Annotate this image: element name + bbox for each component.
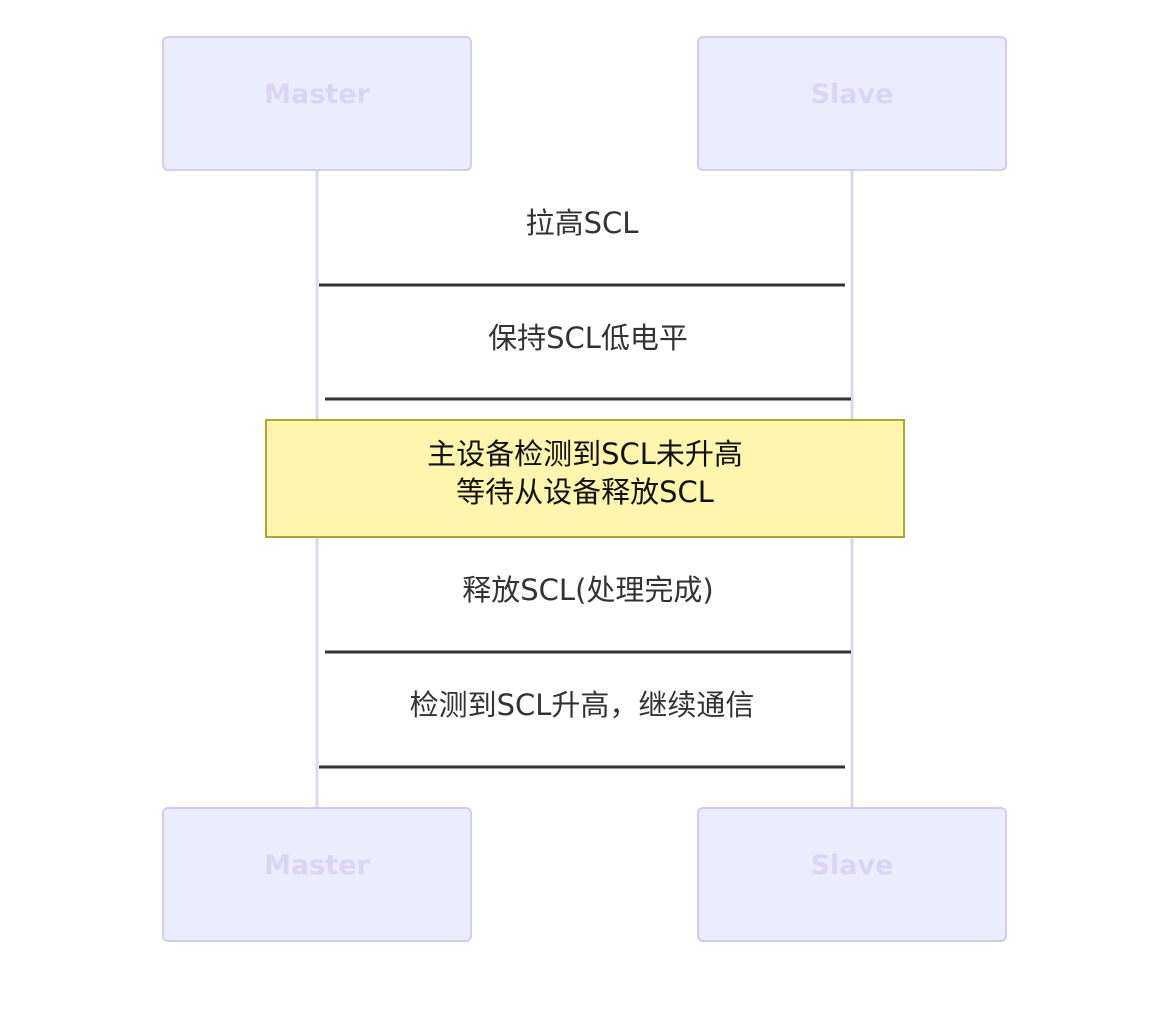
actor-box-bottom-slave: Slave: [697, 807, 1007, 942]
actor-label-master: Master: [264, 79, 370, 110]
note-line-1: 主设备检测到SCL未升高: [427, 437, 743, 471]
note-line-2: 等待从设备释放SCL: [456, 475, 714, 509]
message-label: 释放SCL(处理完成): [462, 573, 713, 607]
actor-box-bottom-master: Master: [162, 807, 472, 942]
actor-box-top-slave: Slave: [697, 36, 1007, 171]
message-label: 保持SCL低电平: [488, 321, 688, 355]
actor-label-master: Master: [264, 850, 370, 881]
actor-label-slave: Slave: [811, 79, 894, 110]
actor-box-top-master: Master: [162, 36, 472, 171]
message-label: 拉高SCL: [526, 206, 639, 240]
message-label: 检测到SCL升高，继续通信: [410, 688, 755, 722]
actor-label-slave: Slave: [811, 850, 894, 881]
note-box: 主设备检测到SCL未升高 等待从设备释放SCL: [265, 419, 905, 538]
